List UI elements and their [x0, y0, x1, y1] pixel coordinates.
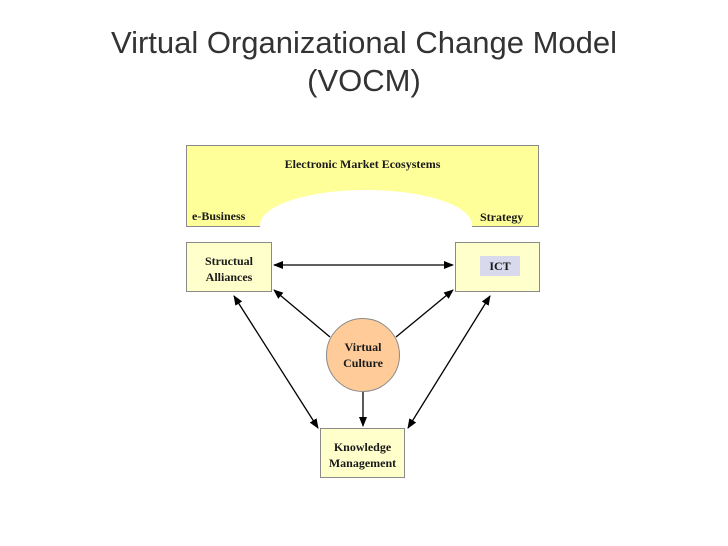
ict-label: ICT [480, 256, 520, 276]
title-line-1: Virtual Organizational Change Model [110, 25, 618, 60]
culture-line-2: Culture [343, 356, 383, 370]
virtual-culture-circle: Virtual Culture [326, 318, 400, 392]
title-line-2: (VOCM) [307, 63, 421, 98]
ecosystem-label: Electronic Market Ecosystems [284, 157, 441, 171]
knowledge-line-2: Management [328, 456, 397, 470]
arrow-ict-knowledge [407, 295, 491, 429]
ecosystem-arc [260, 190, 472, 260]
slide-title: Virtual Organizational Change Model (VOC… [0, 24, 728, 100]
strategy-label: Strategy [480, 210, 524, 224]
structural-alliances-box: Structual Alliances [186, 242, 272, 292]
knowledge-line-1: Knowledge [333, 440, 392, 454]
structural-line-2: Alliances [205, 270, 253, 284]
culture-line-1: Virtual [344, 340, 382, 354]
ict-box: ICT [455, 242, 540, 292]
knowledge-management-box: Knowledge Management [320, 428, 405, 478]
arrow-culture-ict [395, 289, 454, 338]
ebusiness-label: e-Business [192, 209, 246, 223]
structural-line-1: Structual [205, 254, 253, 268]
arrow-culture-structural [273, 289, 331, 338]
arrow-structural-knowledge [233, 295, 319, 429]
